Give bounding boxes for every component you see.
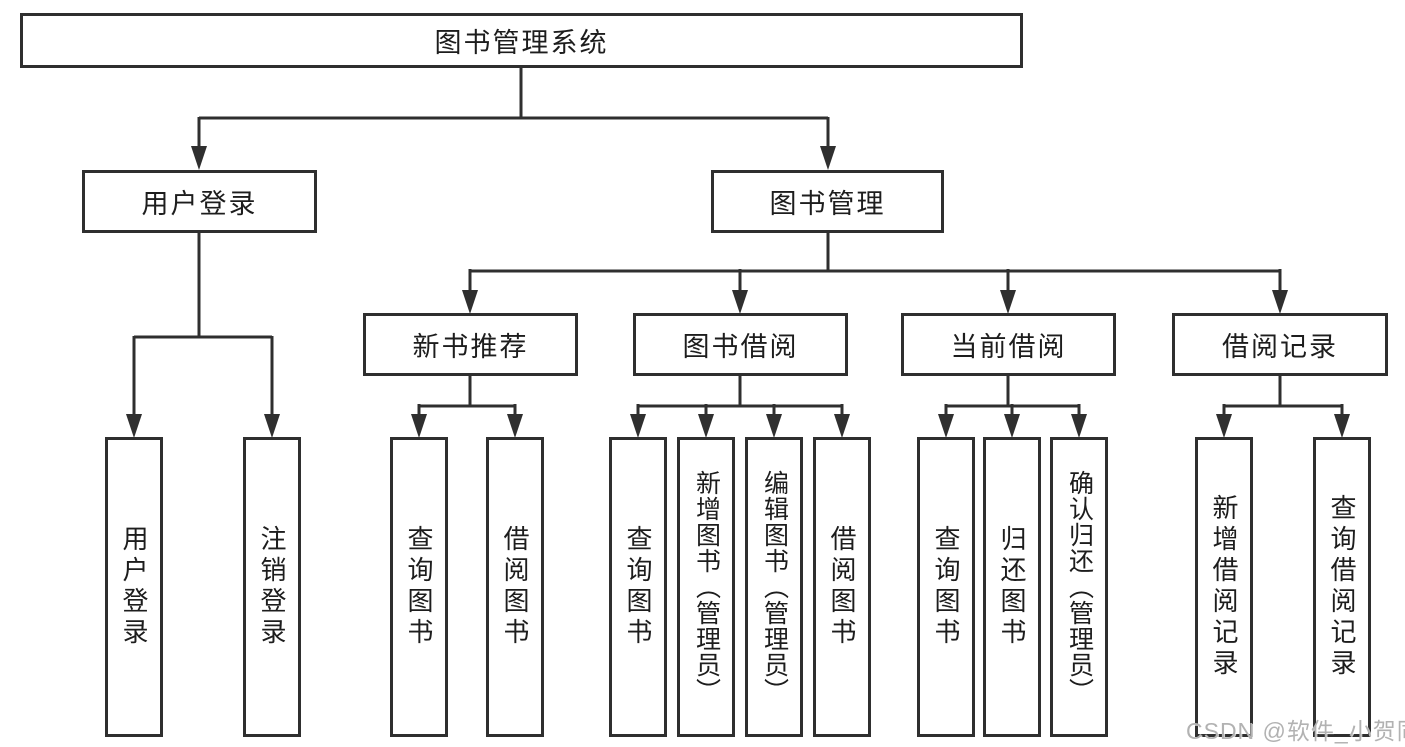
- leaf-user-login: 用户登录: [105, 437, 163, 737]
- leaf-label: 查询图书: [623, 525, 653, 649]
- leaf-label: 新增图书（管理员）: [692, 470, 721, 704]
- leaf-label: 借阅图书: [500, 525, 530, 649]
- leaf-edit-books-admin: 编辑图书（管理员）: [745, 437, 803, 737]
- leaf-confirm-return-admin: 确认归还（管理员）: [1050, 437, 1108, 737]
- node-root: 图书管理系统: [20, 13, 1023, 68]
- leaf-label: 归还图书: [997, 525, 1027, 649]
- leaf-label: 注销登录: [257, 525, 287, 649]
- leaf-query-books-recommend: 查询图书: [390, 437, 448, 737]
- node-book-management: 图书管理: [711, 170, 944, 233]
- leaf-label: 用户登录: [119, 525, 149, 649]
- leaf-label: 借阅图书: [827, 525, 857, 649]
- leaf-add-books-admin: 新增图书（管理员）: [677, 437, 735, 737]
- csdn-watermark: CSDN @软件_小贺同学: [1186, 718, 1405, 744]
- leaf-query-books-current: 查询图书: [917, 437, 975, 737]
- leaf-add-borrow-record: 新增借阅记录: [1195, 437, 1253, 737]
- leaf-borrow-books: 借阅图书: [813, 437, 871, 737]
- connector-new-book-recommend-children: [411, 374, 523, 438]
- leaf-label: 确认归还（管理员）: [1065, 470, 1094, 704]
- node-current-borrow: 当前借阅: [901, 313, 1116, 376]
- leaf-borrow-books-recommend: 借阅图书: [486, 437, 544, 737]
- connector-current-borrow-children: [938, 374, 1087, 438]
- leaf-return-books: 归还图书: [983, 437, 1041, 737]
- leaf-label: 编辑图书（管理员）: [760, 470, 789, 704]
- node-user-login: 用户登录: [82, 170, 317, 233]
- leaf-query-borrow-record: 查询借阅记录: [1313, 437, 1371, 737]
- connector-borrow-records-children: [1216, 374, 1350, 438]
- leaf-query-books-borrow: 查询图书: [609, 437, 667, 737]
- leaf-label: 查询图书: [931, 525, 961, 649]
- connector-book-borrow-children: [630, 374, 850, 438]
- node-borrow-records: 借阅记录: [1172, 313, 1388, 376]
- leaf-label: 查询借阅记录: [1327, 494, 1357, 680]
- node-new-book-recommend: 新书推荐: [363, 313, 578, 376]
- connector-book-management-children: [462, 231, 1288, 314]
- leaf-label: 新增借阅记录: [1209, 494, 1239, 680]
- connector-root-to-level2: [191, 66, 836, 170]
- node-book-borrow: 图书借阅: [633, 313, 848, 376]
- leaf-logout: 注销登录: [243, 437, 301, 737]
- leaf-label: 查询图书: [404, 525, 434, 649]
- connector-user-login-children: [126, 231, 280, 438]
